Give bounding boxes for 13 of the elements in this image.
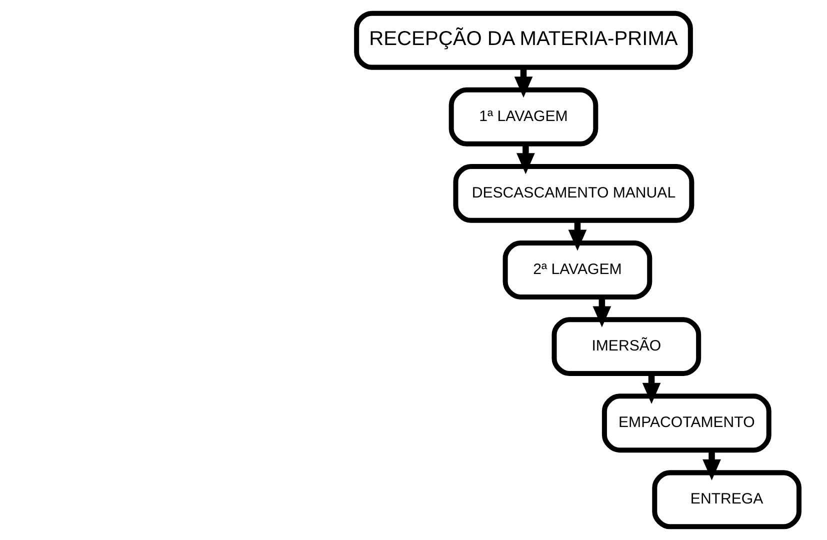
node-box: RECEPÇÃO DA MATERIA-PRIMA bbox=[354, 10, 692, 70]
node-box: ENTREGA bbox=[652, 470, 801, 530]
arrow bbox=[642, 374, 660, 404]
arrow bbox=[516, 144, 534, 174]
arrow bbox=[568, 220, 586, 251]
node-box: DESCASCAMENTO MANUAL bbox=[452, 164, 694, 223]
node-box: IMERSÃO bbox=[551, 317, 701, 376]
node-box: EMPACOTAMENTO bbox=[601, 394, 771, 453]
arrow bbox=[514, 68, 532, 98]
node-box: 1ª LAVAGEM bbox=[448, 87, 598, 146]
arrow bbox=[592, 297, 611, 328]
arrow bbox=[702, 450, 720, 480]
node-box: 2ª LAVAGEM bbox=[502, 240, 652, 300]
